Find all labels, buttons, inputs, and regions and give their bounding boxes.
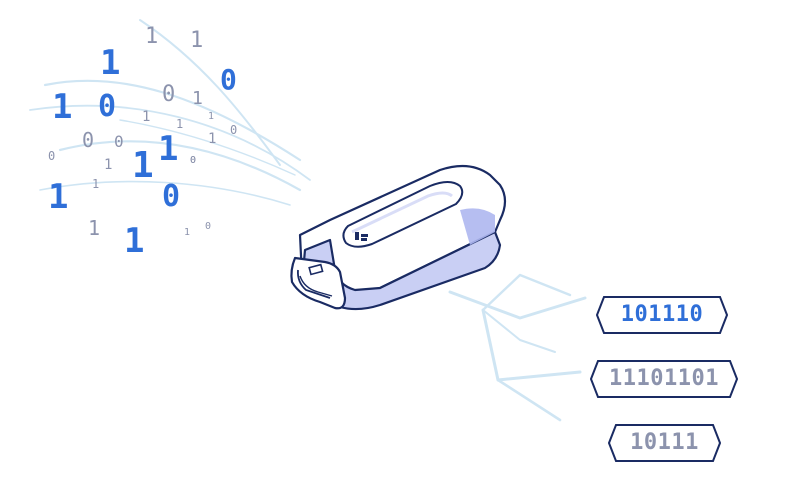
binary-code-text: 101110 xyxy=(620,302,704,327)
binary-digit: 0 xyxy=(230,123,238,137)
binary-code-text: 10111 xyxy=(630,430,699,455)
stream-line xyxy=(39,180,291,206)
binary-code-text: 11101101 xyxy=(609,366,719,391)
binary-digit: 0 xyxy=(48,149,56,163)
binary-digit: 0 xyxy=(98,89,117,124)
binary-digit: 1 xyxy=(192,88,203,109)
binary-digit: 1 xyxy=(208,111,215,122)
output-branch xyxy=(482,309,556,353)
binary-digit: 1 xyxy=(52,87,73,127)
binary-digit: 0 xyxy=(162,82,176,107)
binary-digit: 1 xyxy=(124,221,145,261)
output-branch xyxy=(496,378,562,422)
binary-digit: 1 xyxy=(132,145,154,186)
output-branch xyxy=(481,273,572,312)
binary-code-tag: 101110 xyxy=(596,296,728,334)
binary-digit: 1 xyxy=(142,109,151,125)
binary-digit: 0 xyxy=(220,63,237,96)
binary-digit: 0 xyxy=(82,128,95,152)
binary-digit: 1 xyxy=(208,131,217,147)
stream-line xyxy=(29,104,311,181)
stream-line xyxy=(139,19,281,166)
stream-line xyxy=(58,140,302,192)
binary-digit: 0 xyxy=(114,132,124,151)
binary-digit: 1 xyxy=(145,24,159,49)
binary-digit: 1 xyxy=(88,216,101,240)
binary-digit: 0 xyxy=(190,155,197,166)
binary-digit: 1 xyxy=(158,129,179,169)
binary-digit: 1 xyxy=(48,177,69,217)
output-branch xyxy=(448,290,587,320)
binary-digit: 1 xyxy=(190,28,204,53)
stream-line xyxy=(119,119,296,176)
binary-code-tag: 10111 xyxy=(608,424,721,462)
binary-digit: 0 xyxy=(162,179,181,214)
stream-line xyxy=(43,79,302,162)
binary-digit: 1 xyxy=(100,43,121,83)
binary-digit: 1 xyxy=(104,157,113,173)
status-light xyxy=(355,232,359,240)
binary-digit: 1 xyxy=(176,117,184,131)
binary-code-tag: 11101101 xyxy=(590,360,738,398)
binary-digit: 0 xyxy=(190,155,197,166)
obd-dongle xyxy=(290,164,507,311)
binary-digit: 1 xyxy=(92,177,100,191)
binary-digit: 0 xyxy=(205,221,212,232)
binary-digit: 1 xyxy=(184,227,191,238)
